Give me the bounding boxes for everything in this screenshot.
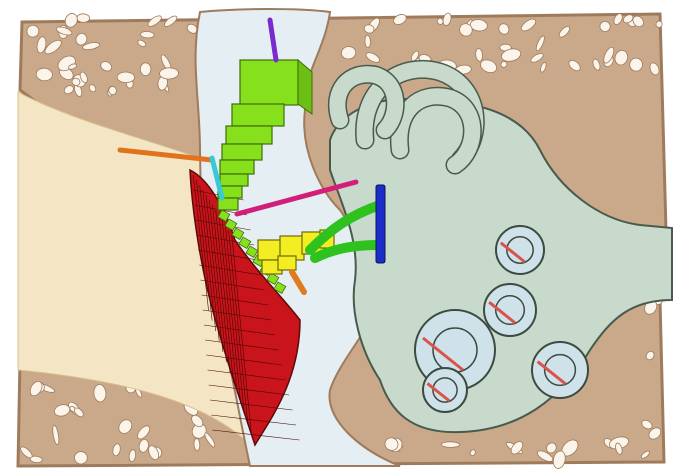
cochlea-turn <box>423 368 467 412</box>
cochlea-turn <box>496 226 544 274</box>
cochlea-turn <box>532 342 588 398</box>
cochlea-turn <box>484 284 536 336</box>
malleus-segment <box>240 60 298 105</box>
malleus-segment <box>220 174 248 186</box>
stapes-footplate <box>376 185 385 263</box>
malleus-segment <box>232 104 284 126</box>
bone-cell <box>194 438 201 451</box>
bone-cell <box>629 58 642 72</box>
incus-segment <box>278 256 296 270</box>
malleus-segment <box>226 126 272 144</box>
bone-cell <box>441 442 459 448</box>
bone-cell <box>365 35 371 48</box>
bone-cell <box>77 14 90 23</box>
bone-cell <box>140 63 151 76</box>
malleus-segment <box>222 144 262 160</box>
bone-cell <box>655 21 662 29</box>
malleus-segment <box>220 160 254 174</box>
bone-cell <box>159 67 178 79</box>
bone-cell <box>117 72 135 83</box>
